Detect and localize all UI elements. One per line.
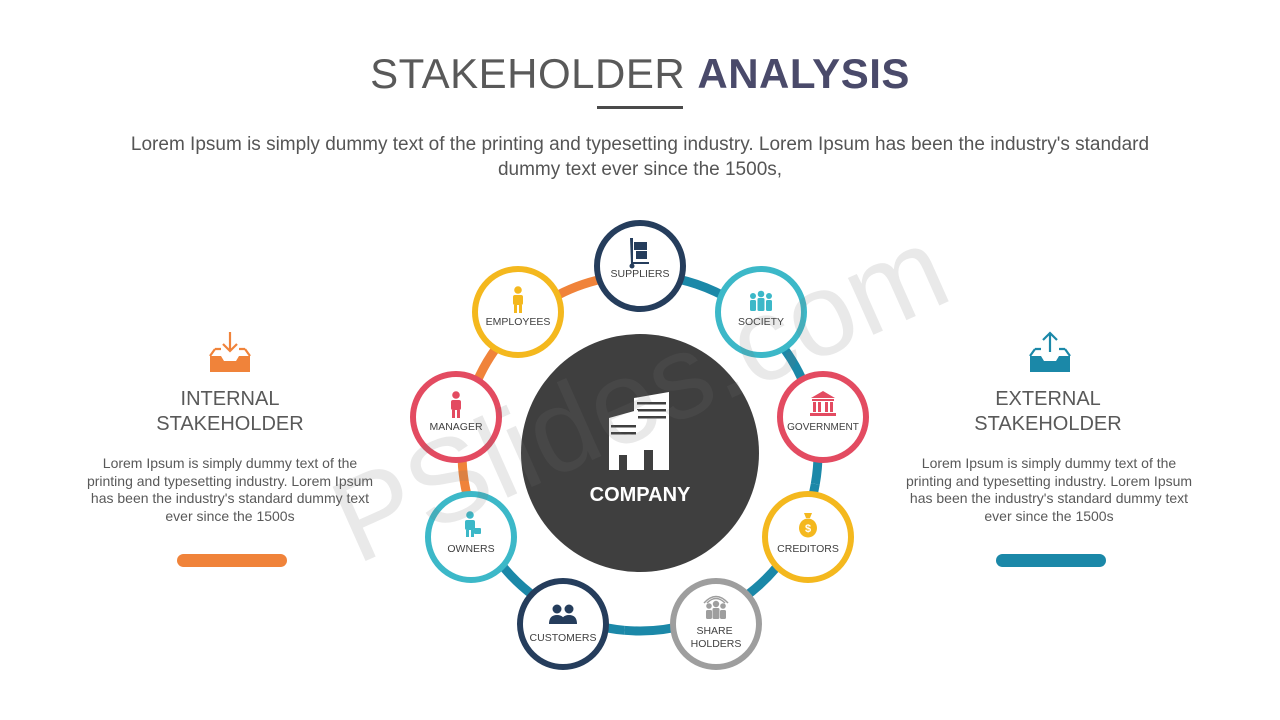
node-manager: MANAGER [410,371,502,463]
svg-text:$: $ [805,523,811,535]
money-bag-icon: $ [799,513,817,538]
creditors-label: CREDITORS [777,543,839,555]
suppliers-label: SUPPLIERS [611,268,670,280]
subtitle: Lorem Ipsum is simply dummy text of the … [130,134,1150,180]
internal-heading-line2: STAKEHOLDER [156,413,304,435]
page-title: STAKEHOLDER ANALYSIS [0,50,1280,98]
internal-heading: INTERNAL STAKEHOLDER [100,387,360,437]
title-light: STAKEHOLDER [370,50,686,97]
share-holders-label-line1: SHARE [696,625,732,637]
node-government: GOVERNMENT [777,371,869,463]
external-heading-line1: EXTERNAL [995,388,1101,410]
external-heading: EXTERNAL STAKEHOLDER [918,387,1178,437]
title-underline [597,106,683,109]
society-label: SOCIETY [738,316,784,328]
buildings-icon [609,392,669,470]
internal-text: Lorem Ipsum is simply dummy text of the … [86,455,374,524]
title-bold: ANALYSIS [697,50,910,97]
node-customers: CUSTOMERS [517,578,609,670]
manager-icon [451,391,461,418]
share-holders-label: SHARE HOLDERS [691,625,742,650]
external-heading-line2: STAKEHOLDER [974,413,1122,435]
inbox-upload-icon [1029,331,1071,372]
node-share-holders: SHARE HOLDERS [670,578,762,670]
node-society: SOCIETY [715,266,807,358]
government-building-icon [810,391,836,416]
node-employees: EMPLOYEES [472,266,564,358]
external-bar [996,554,1106,567]
node-creditors: $ CREDITORS [762,491,854,583]
employees-label: EMPLOYEES [486,316,551,328]
group-icon [750,290,772,311]
customers-label: CUSTOMERS [530,632,597,644]
inbox-download-icon [209,332,251,372]
government-label: GOVERNMENT [787,422,859,433]
node-suppliers: SUPPLIERS [594,220,686,312]
external-text: Lorem Ipsum is simply dummy text of the … [905,455,1193,524]
employee-icon [513,286,523,313]
shareholders-icon [703,595,729,619]
owners-label: OWNERS [447,543,494,555]
share-holders-label-line2: HOLDERS [691,638,742,650]
owner-icon [465,511,481,537]
node-owners: OWNERS [425,491,517,583]
internal-heading-line1: INTERNAL [180,388,280,410]
company-label: COMPANY [590,484,691,506]
internal-bar [177,554,287,567]
manager-label: MANAGER [429,421,483,433]
customers-icon [549,604,577,624]
hand-truck-icon [629,238,649,269]
